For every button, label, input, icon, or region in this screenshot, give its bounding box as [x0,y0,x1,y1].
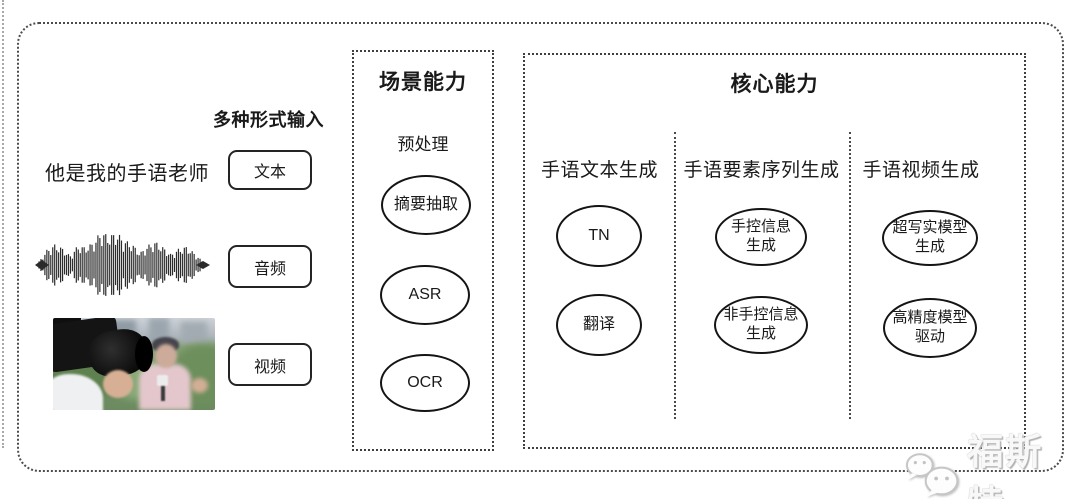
node-manual-info-generation: 手控信息 生成 [715,208,807,266]
column-divider [674,132,676,419]
node-high-precision-model-driving: 高精度模型 驱动 [883,298,977,358]
column-header-element-sequence-generation: 手语要素序列生成 [683,160,840,181]
watermark: 福斯特 [902,423,1080,499]
photo-reporter-hand [191,378,208,393]
preprocessing-label: 预处理 [397,135,449,154]
node-asr: ASR [380,265,470,325]
video-input-box: 视频 [228,343,312,386]
node-tn: TN [556,205,642,267]
outer-dotted-frame [17,22,1064,472]
photo-microphone-handle [161,386,165,401]
audio-waveform-icon [35,234,210,296]
column-header-text-generation: 手语文本生成 [540,160,658,181]
photo-building [181,322,207,342]
node-non-manual-info-generation: 非手控信息 生成 [714,296,808,354]
node-translation: 翻译 [556,294,642,356]
node-ocr: OCR [380,354,470,412]
photo-microphone [157,375,168,386]
node-hyperrealistic-model-generation: 超写实模型 生成 [882,210,978,266]
watermark-text: 福斯特 [967,431,1044,499]
photo-building [149,318,169,342]
audio-input-box: 音频 [228,245,312,288]
scene-capability-box: 场景能力 预处理 摘要抽取 ASR OCR [352,50,494,451]
core-capability-box: 核心能力 手语文本生成 手语要素序列生成 手语视频生成 TN 翻译 手控信息 生… [523,53,1026,449]
scene-capability-title: 场景能力 [379,71,467,94]
photo-reporter-head [155,344,177,368]
photo-reporter-body [139,364,191,410]
cropped-border-artifact [2,0,4,448]
input-section-title: 多种形式输入 [213,110,324,130]
wechat-icon [905,453,959,497]
node-summary-extraction: 摘要抽取 [381,175,471,235]
photo-cameraman-hand [103,370,133,398]
column-header-video-generation: 手语视频生成 [862,160,980,181]
core-capability-title: 核心能力 [730,73,819,96]
video-thumbnail [53,318,215,410]
sample-sentence-text: 他是我的手语老师 [45,163,209,185]
text-input-box: 文本 [228,150,312,190]
photo-camera-lens-ring [135,336,153,372]
column-divider [849,132,851,419]
